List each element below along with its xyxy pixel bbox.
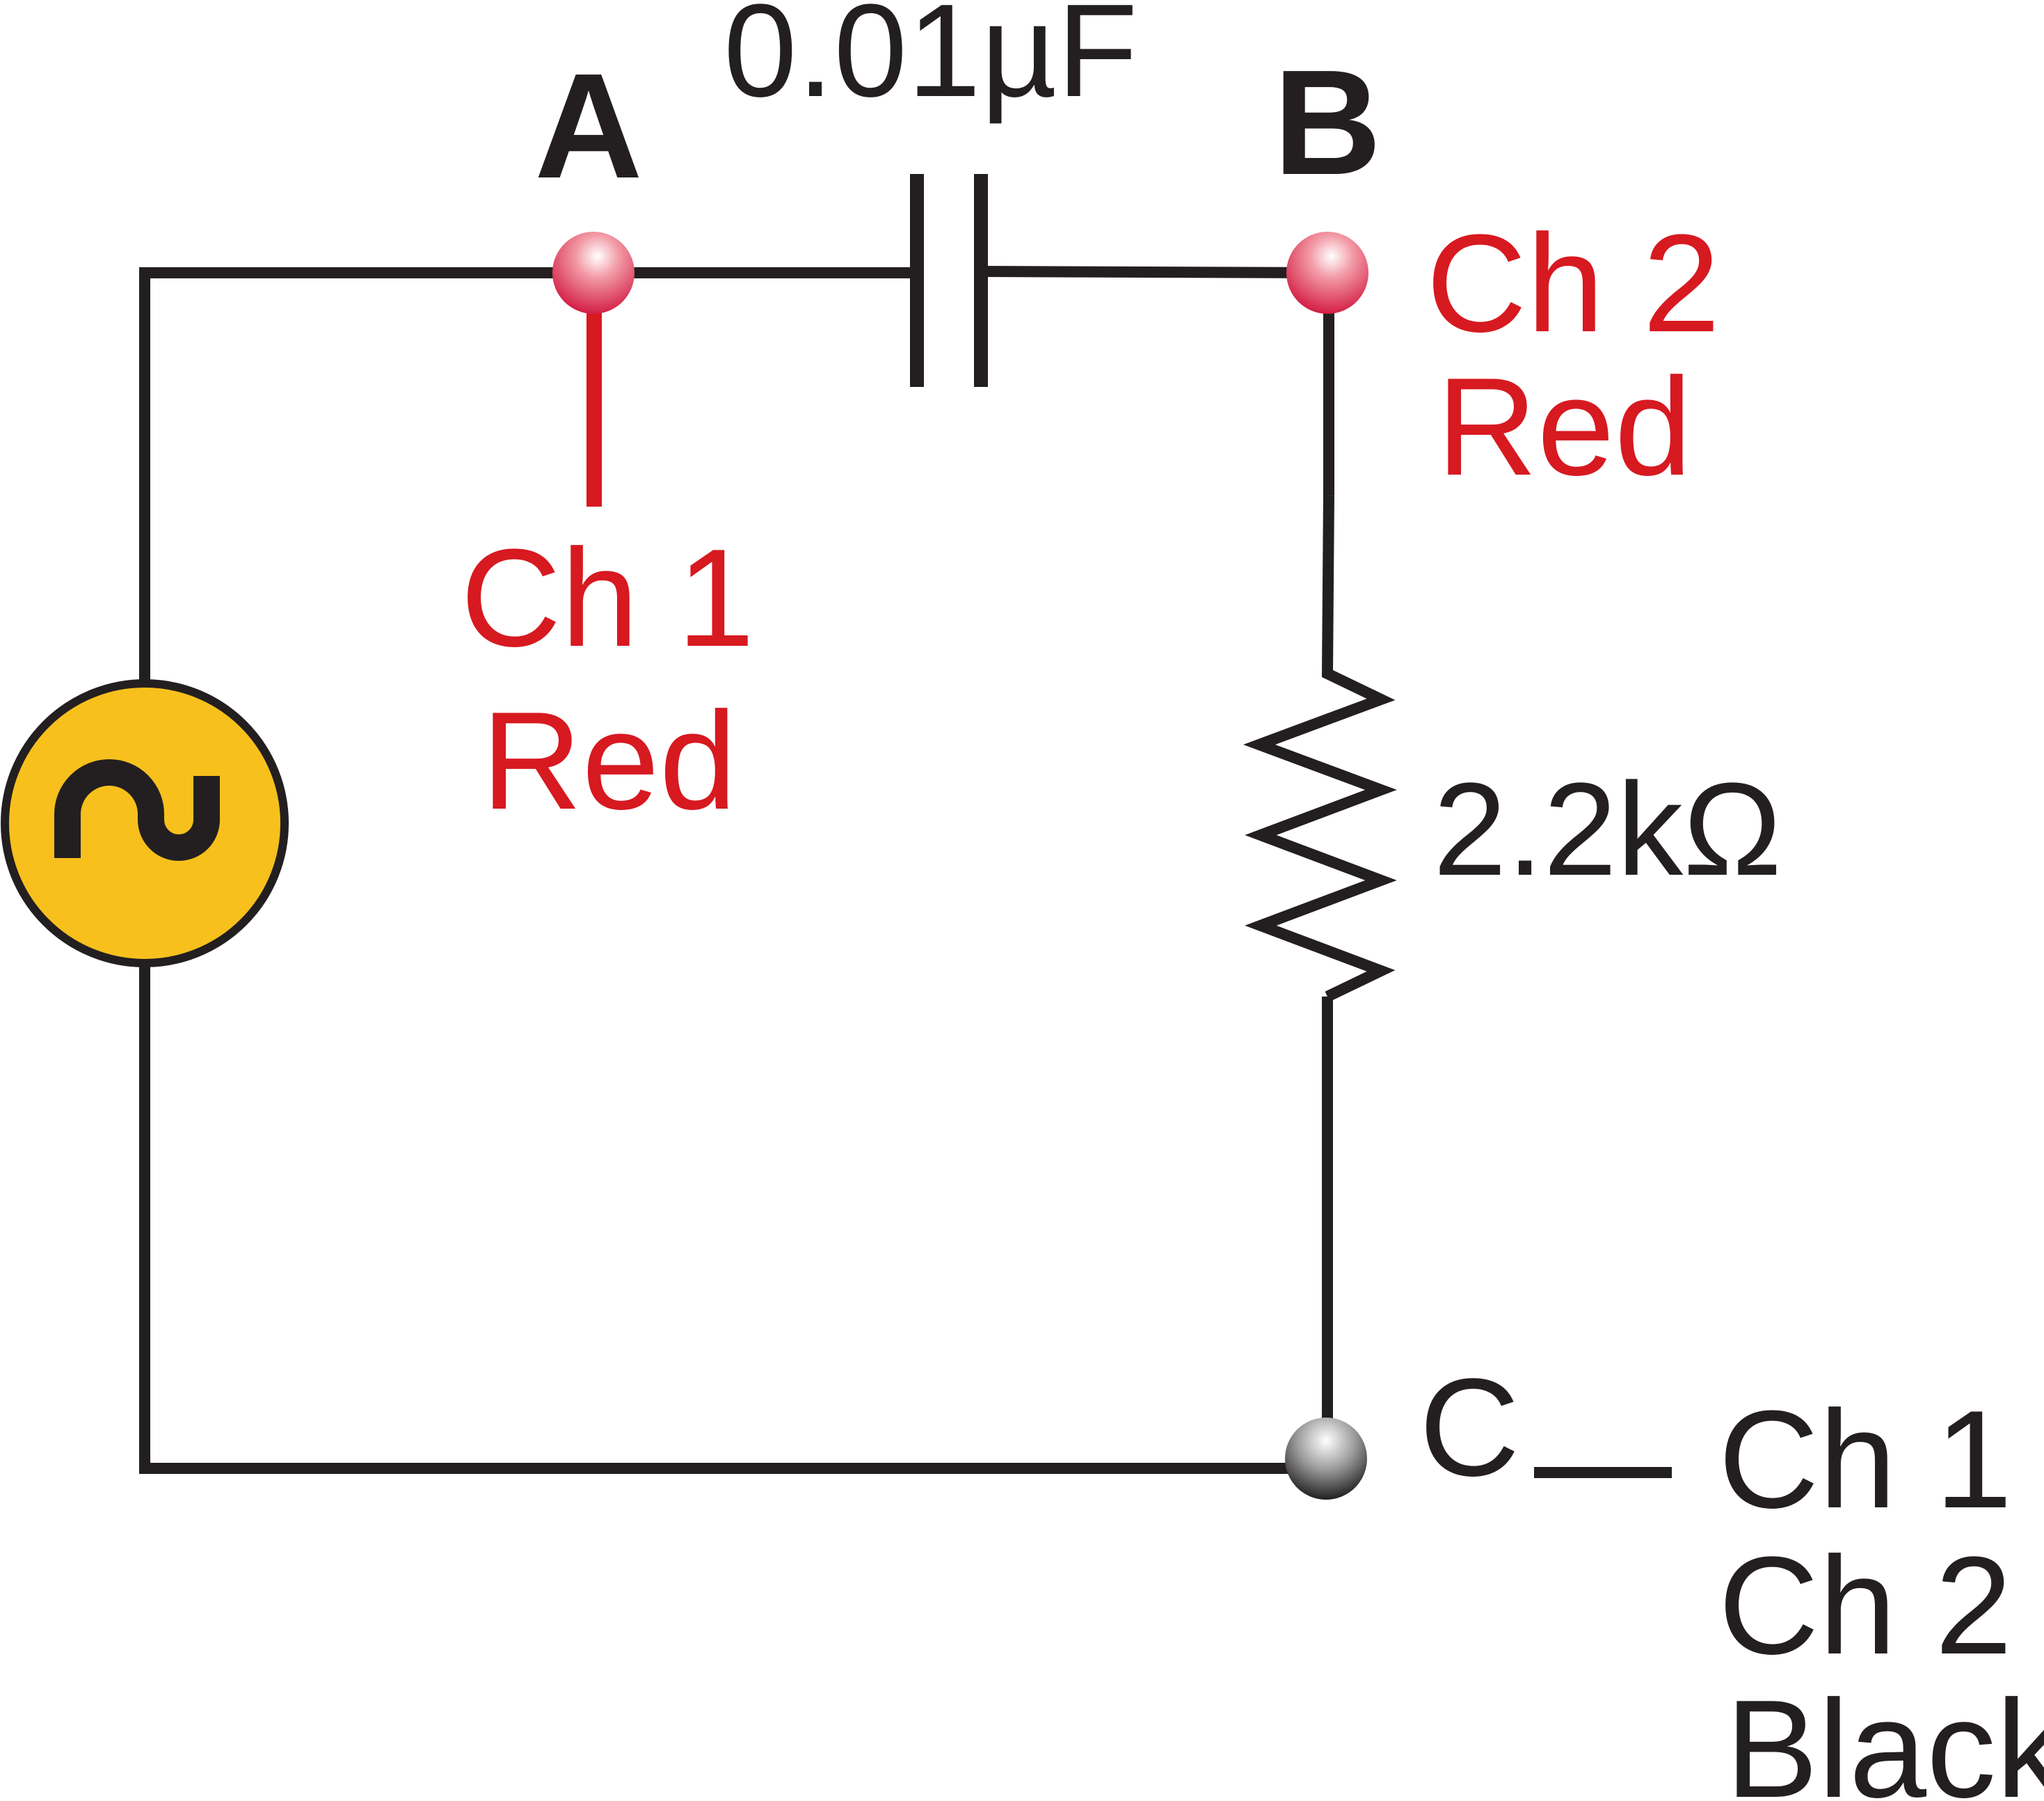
ch1-red-lead-label: Red xyxy=(481,683,737,839)
node-c-terminal xyxy=(1285,1418,1367,1500)
ch1-red-channel-label: Ch 1 xyxy=(461,521,754,676)
ch2-red-lead-label: Red xyxy=(1437,349,1692,505)
node-c-label: C xyxy=(1419,1350,1519,1505)
ac-sine-icon xyxy=(54,759,220,861)
ground-ch2-label: Ch 2 xyxy=(1718,1528,2012,1683)
left-bottom-wire xyxy=(139,966,1327,1474)
resistor-zigzag xyxy=(1243,495,1397,1002)
node-b-label: B xyxy=(1273,38,1381,206)
node-b-terminal xyxy=(1286,232,1368,314)
node-a-terminal xyxy=(552,232,634,314)
left-top-wire xyxy=(139,267,916,682)
ground-ch1-label: Ch 1 xyxy=(1718,1382,2012,1537)
resistor-label: 2.2kΩ xyxy=(1433,756,1782,903)
ground-black-lead-label: Black xyxy=(1725,1672,2044,1801)
capacitor-right-wire xyxy=(982,266,1328,278)
ac-source xyxy=(1,679,289,967)
node-a-label: A xyxy=(534,42,642,209)
capacitor-label: 0.01µF xyxy=(724,0,1137,125)
ch2-red-channel-label: Ch 2 xyxy=(1426,206,1720,361)
